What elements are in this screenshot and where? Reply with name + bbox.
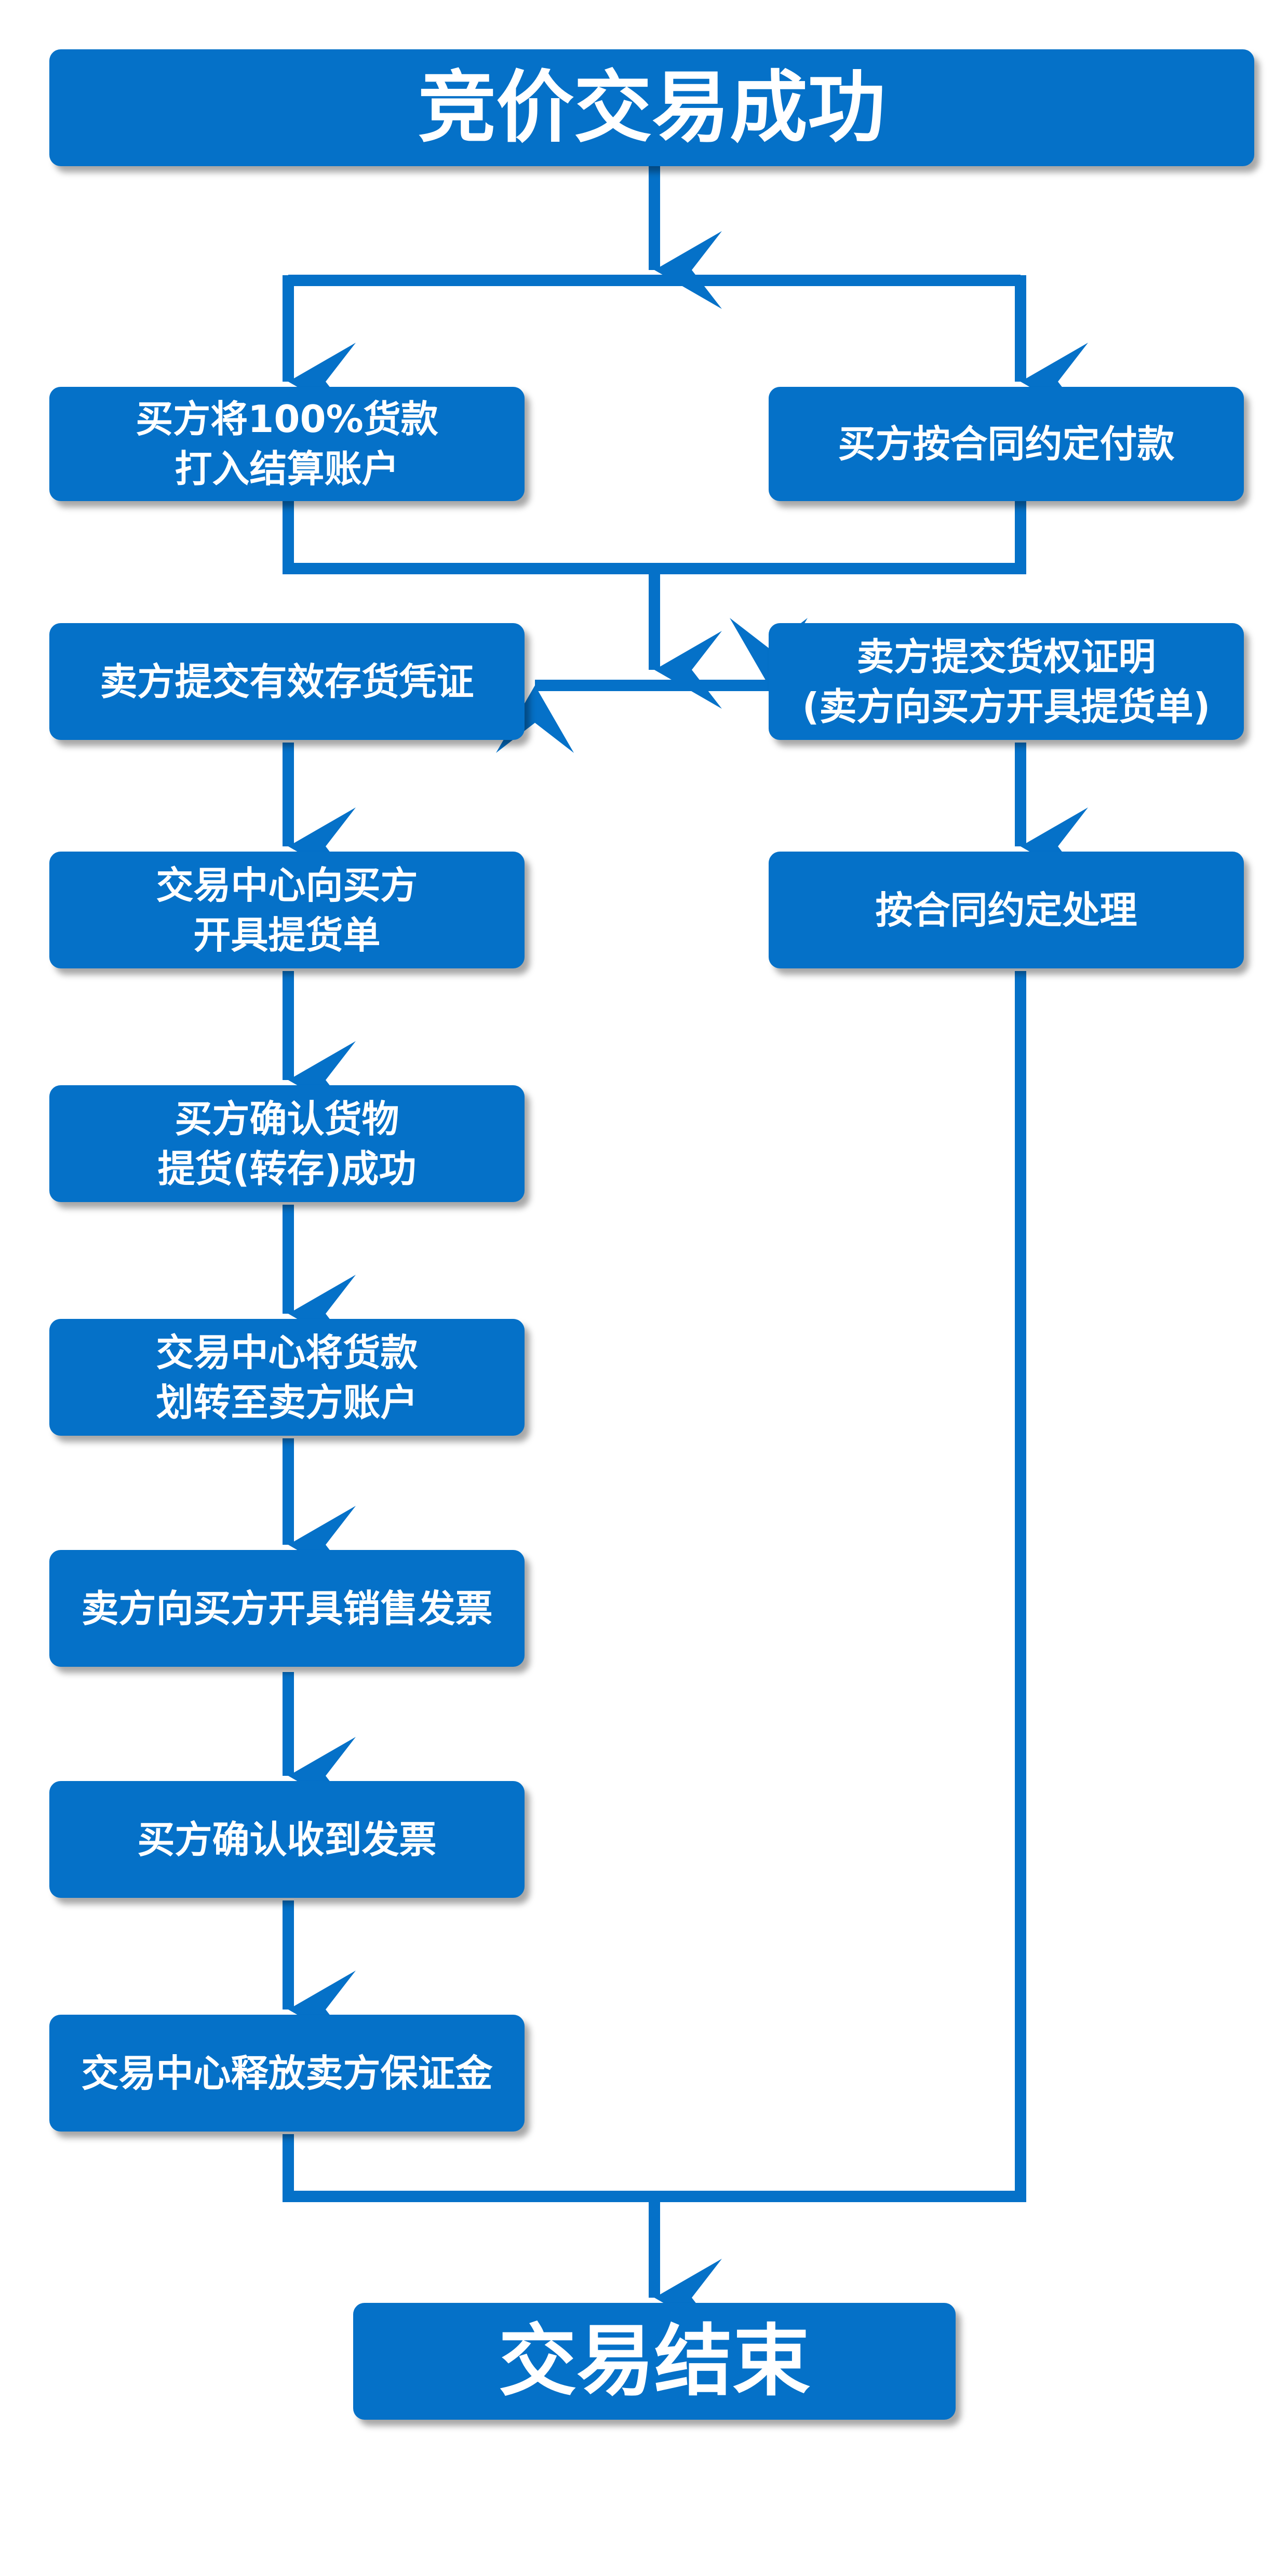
step-label-line: 打入结算账户 — [175, 447, 399, 491]
step-label-line: 交易中心向买方 — [156, 863, 418, 907]
step-label-line: 卖方向买方开具销售发票 — [81, 1586, 493, 1630]
step-label-line: 按合同约定处理 — [875, 888, 1137, 932]
step-label-line: 提货(转存)成功 — [157, 1147, 417, 1191]
step-buyer-confirm-pickup: 买方确认货物 提货(转存)成功 — [49, 1085, 525, 1202]
step-label-line: 买方确认收到发票 — [137, 1817, 437, 1862]
step-label-line: 开具提货单 — [193, 913, 381, 957]
step-center-release-deposit: 交易中心释放卖方保证金 — [49, 2015, 525, 2132]
step-center-issue-delivery-order: 交易中心向买方 开具提货单 — [49, 852, 525, 968]
step-center-transfer-payment: 交易中心将货款 划转至卖方账户 — [49, 1319, 525, 1436]
step-label-line: 卖方提交货权证明 — [856, 635, 1156, 679]
step-label-line: 买方确认货物 — [175, 1097, 399, 1141]
step-label-line: 交易中心释放卖方保证金 — [81, 2051, 493, 2095]
step-seller-inventory-voucher: 卖方提交有效存货凭证 — [49, 623, 525, 740]
end-box-label: 交易结束 — [498, 2316, 810, 2407]
step-buyer-confirm-invoice: 买方确认收到发票 — [49, 1781, 525, 1898]
step-label-line: 卖方提交有效存货凭证 — [100, 659, 474, 704]
step-label-line: 交易中心将货款 — [156, 1330, 418, 1374]
step-label-line: 划转至卖方账户 — [156, 1380, 418, 1424]
step-buyer-full-payment: 买方将100%货款 打入结算账户 — [49, 387, 525, 501]
start-box-label: 竞价交易成功 — [418, 62, 886, 153]
step-seller-issue-invoice: 卖方向买方开具销售发票 — [49, 1550, 525, 1667]
step-label-line: 买方按合同约定付款 — [838, 422, 1175, 466]
step-label-line: 买方将100%货款 — [136, 397, 438, 441]
step-contract-handling: 按合同约定处理 — [769, 852, 1244, 968]
step-seller-title-proof: 卖方提交货权证明 (卖方向买方开具提货单) — [769, 623, 1244, 740]
step-label-line: (卖方向买方开具提货单) — [802, 684, 1211, 729]
connector-merge-payments — [283, 501, 1026, 574]
step-buyer-contract-payment: 买方按合同约定付款 — [769, 387, 1244, 501]
end-box: 交易结束 — [353, 2303, 956, 2420]
start-box: 竞价交易成功 — [49, 49, 1254, 166]
